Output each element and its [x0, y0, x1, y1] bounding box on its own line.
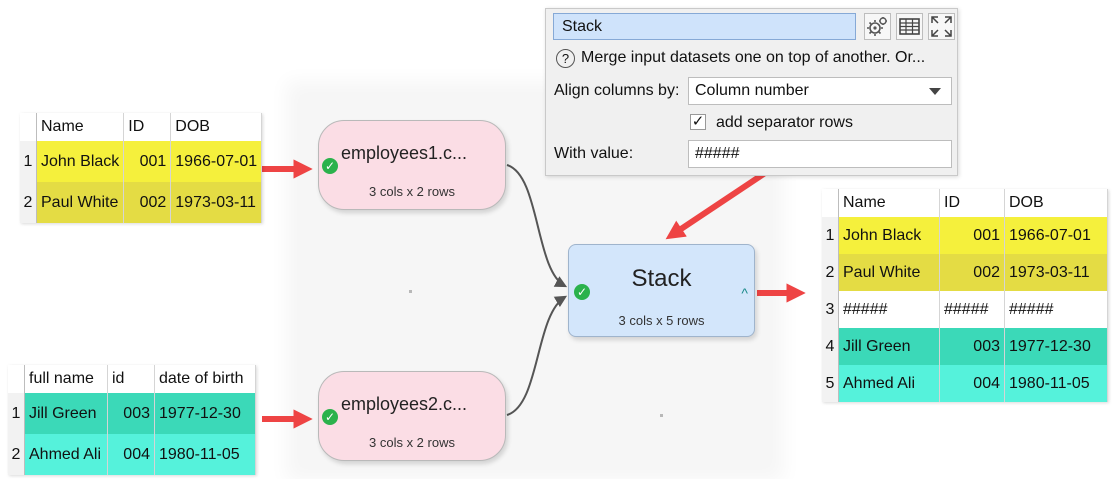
column-header: DOB	[170, 113, 263, 141]
node-description: ? Merge input datasets one on top of anot…	[556, 49, 925, 68]
stack-properties-panel: Stack ? Merge input datasets one on top o…	[545, 8, 958, 176]
node-employees2[interactable]: employees2.c... ✓ 3 cols x 2 rows	[318, 371, 506, 461]
cell-dob: #####	[1004, 291, 1108, 328]
row-number: 1	[20, 141, 37, 182]
input-table-1: Name ID DOB 1 John Black 001 1966-07-01 …	[20, 113, 263, 223]
align-columns-value: Column number	[695, 82, 809, 99]
node-title: employees2.c...	[341, 394, 468, 414]
row-number: 5	[822, 365, 839, 402]
cell-name: #####	[838, 291, 940, 328]
column-header: ID	[939, 189, 1005, 217]
column-header: DOB	[1004, 189, 1108, 217]
canvas-grid-dot	[409, 290, 412, 293]
connector-emp2-stack	[506, 295, 568, 416]
with-value-label: With value:	[554, 145, 634, 162]
row-number: 2	[20, 182, 37, 223]
cell-name: Jill Green	[838, 328, 940, 365]
cell-dob: 1973-03-11	[1004, 254, 1108, 291]
node-dimensions: 3 cols x 2 rows	[369, 435, 455, 450]
cell-name: Ahmed Ali	[24, 434, 108, 475]
table-row: 2 Paul White 002 1973-03-11	[20, 182, 263, 223]
cell-id: 001	[939, 217, 1005, 254]
separator-rows-label: add separator rows	[716, 114, 853, 131]
table-row: 1 Jill Green 003 1977-12-30	[8, 393, 256, 434]
check-icon: ✓	[322, 409, 338, 425]
cell-id: 004	[107, 434, 155, 475]
collapse-caret-icon[interactable]: ^	[741, 285, 748, 301]
table-row-separator: 3 ##### ##### #####	[822, 291, 1108, 328]
description-text: Merge input datasets one on top of anoth…	[581, 49, 926, 66]
cell-name: Ahmed Ali	[838, 365, 940, 402]
column-header: ID	[123, 113, 172, 141]
cell-dob: 1966-07-01	[1004, 217, 1108, 254]
column-header: date of birth	[154, 365, 256, 393]
table-row: 2 Ahmed Ali 004 1980-11-05	[8, 434, 256, 475]
cell-dob: 1980-11-05	[1004, 365, 1108, 402]
arrow-panel	[665, 170, 767, 240]
cell-dob: 1977-12-30	[1004, 328, 1108, 365]
row-number: 1	[822, 217, 839, 254]
cell-id: 003	[107, 393, 155, 434]
column-header: full name	[24, 365, 108, 393]
cell-name: John Black	[36, 141, 125, 182]
check-icon: ✓	[574, 284, 590, 300]
cell-dob: 1977-12-30	[154, 393, 256, 434]
with-value-input[interactable]: #####	[688, 140, 952, 168]
node-name-field[interactable]: Stack	[553, 13, 856, 40]
node-employees1[interactable]: employees1.c... ✓ 3 cols x 2 rows	[318, 120, 506, 210]
column-header: id	[107, 365, 155, 393]
expand-icon[interactable]	[928, 13, 955, 40]
output-table: Name ID DOB 1 John Black 001 1966-07-01 …	[822, 189, 1108, 402]
cell-id: 002	[939, 254, 1005, 291]
row-number: 4	[822, 328, 839, 365]
cell-dob: 1980-11-05	[154, 434, 256, 475]
cell-id: 004	[939, 365, 1005, 402]
node-title: Stack	[631, 265, 692, 292]
table-row: 1 John Black 001 1966-07-01	[822, 217, 1108, 254]
node-title: employees1.c...	[341, 143, 468, 163]
table-header-row: Name ID DOB	[20, 113, 263, 141]
cell-name: John Black	[838, 217, 940, 254]
gear-icon[interactable]	[864, 13, 891, 40]
table-header-row: full name id date of birth	[8, 365, 256, 393]
table-row: 5 Ahmed Ali 004 1980-11-05	[822, 365, 1108, 402]
align-columns-label: Align columns by:	[554, 82, 680, 99]
row-number: 3	[822, 291, 839, 328]
node-stack[interactable]: Stack ✓ ^ 3 cols x 5 rows	[568, 244, 755, 337]
table-row: 2 Paul White 002 1973-03-11	[822, 254, 1108, 291]
cell-name: Jill Green	[24, 393, 108, 434]
check-icon: ✓	[322, 158, 338, 174]
cell-id: 001	[123, 141, 172, 182]
input-table-2: full name id date of birth 1 Jill Green …	[8, 365, 256, 475]
node-dimensions: 3 cols x 5 rows	[618, 313, 705, 328]
table-row: 4 Jill Green 003 1977-12-30	[822, 328, 1108, 365]
cell-id: 002	[123, 182, 172, 223]
cell-dob: 1973-03-11	[170, 182, 263, 223]
connector-emp1-stack	[506, 164, 568, 288]
column-header: Name	[36, 113, 125, 141]
row-number-header	[20, 113, 37, 141]
help-icon[interactable]: ?	[556, 49, 575, 68]
row-number-header	[8, 365, 25, 393]
cell-id: 003	[939, 328, 1005, 365]
canvas-grid-dot	[660, 414, 663, 417]
table-row: 1 John Black 001 1966-07-01	[20, 141, 263, 182]
table-icon[interactable]	[896, 13, 923, 40]
cell-dob: 1966-07-01	[170, 141, 263, 182]
cell-id: #####	[939, 291, 1005, 328]
align-columns-select[interactable]: Column number	[688, 77, 952, 105]
row-number: 2	[8, 434, 25, 475]
row-number: 1	[8, 393, 25, 434]
row-number: 2	[822, 254, 839, 291]
column-header: Name	[838, 189, 940, 217]
cell-name: Paul White	[36, 182, 125, 223]
table-header-row: Name ID DOB	[822, 189, 1108, 217]
row-number-header	[822, 189, 839, 217]
cell-name: Paul White	[838, 254, 940, 291]
node-dimensions: 3 cols x 2 rows	[369, 184, 455, 199]
chevron-down-icon	[929, 88, 941, 95]
separator-rows-checkbox[interactable]: ✓	[690, 113, 706, 130]
